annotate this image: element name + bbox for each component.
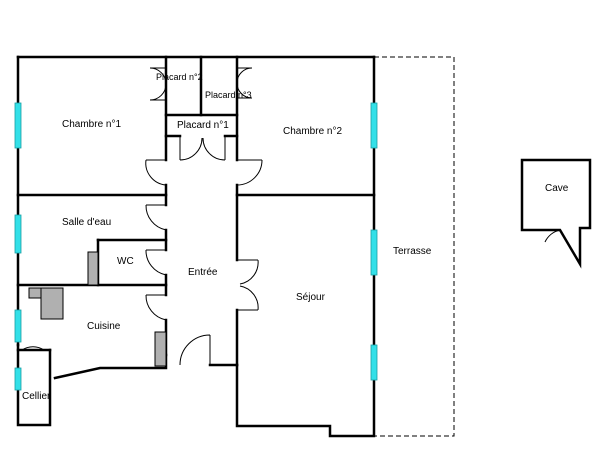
label-chambre2: Chambre n°2: [283, 126, 342, 137]
label-terrasse: Terrasse: [393, 246, 432, 257]
label-cellier: Cellier: [22, 391, 51, 402]
label-entree: Entrée: [188, 267, 218, 278]
doors: [21, 67, 561, 366]
label-wc: WC: [117, 256, 134, 267]
fixtures: [28, 251, 167, 367]
windows: [14, 102, 378, 391]
label-placard3: Placard n°3: [205, 90, 252, 100]
label-cave: Cave: [545, 183, 569, 194]
label-placard2: Placard n°2: [156, 72, 203, 82]
cave-outline: [520, 158, 592, 269]
label-salle-eau: Salle d'eau: [62, 217, 111, 228]
label-sejour: Séjour: [296, 292, 326, 303]
label-placard1: Placard n°1: [177, 120, 229, 131]
terrace-outline: [374, 56, 455, 437]
interior-walls: [16, 55, 376, 367]
label-chambre1: Chambre n°1: [62, 119, 121, 130]
label-cuisine: Cuisine: [87, 321, 121, 332]
